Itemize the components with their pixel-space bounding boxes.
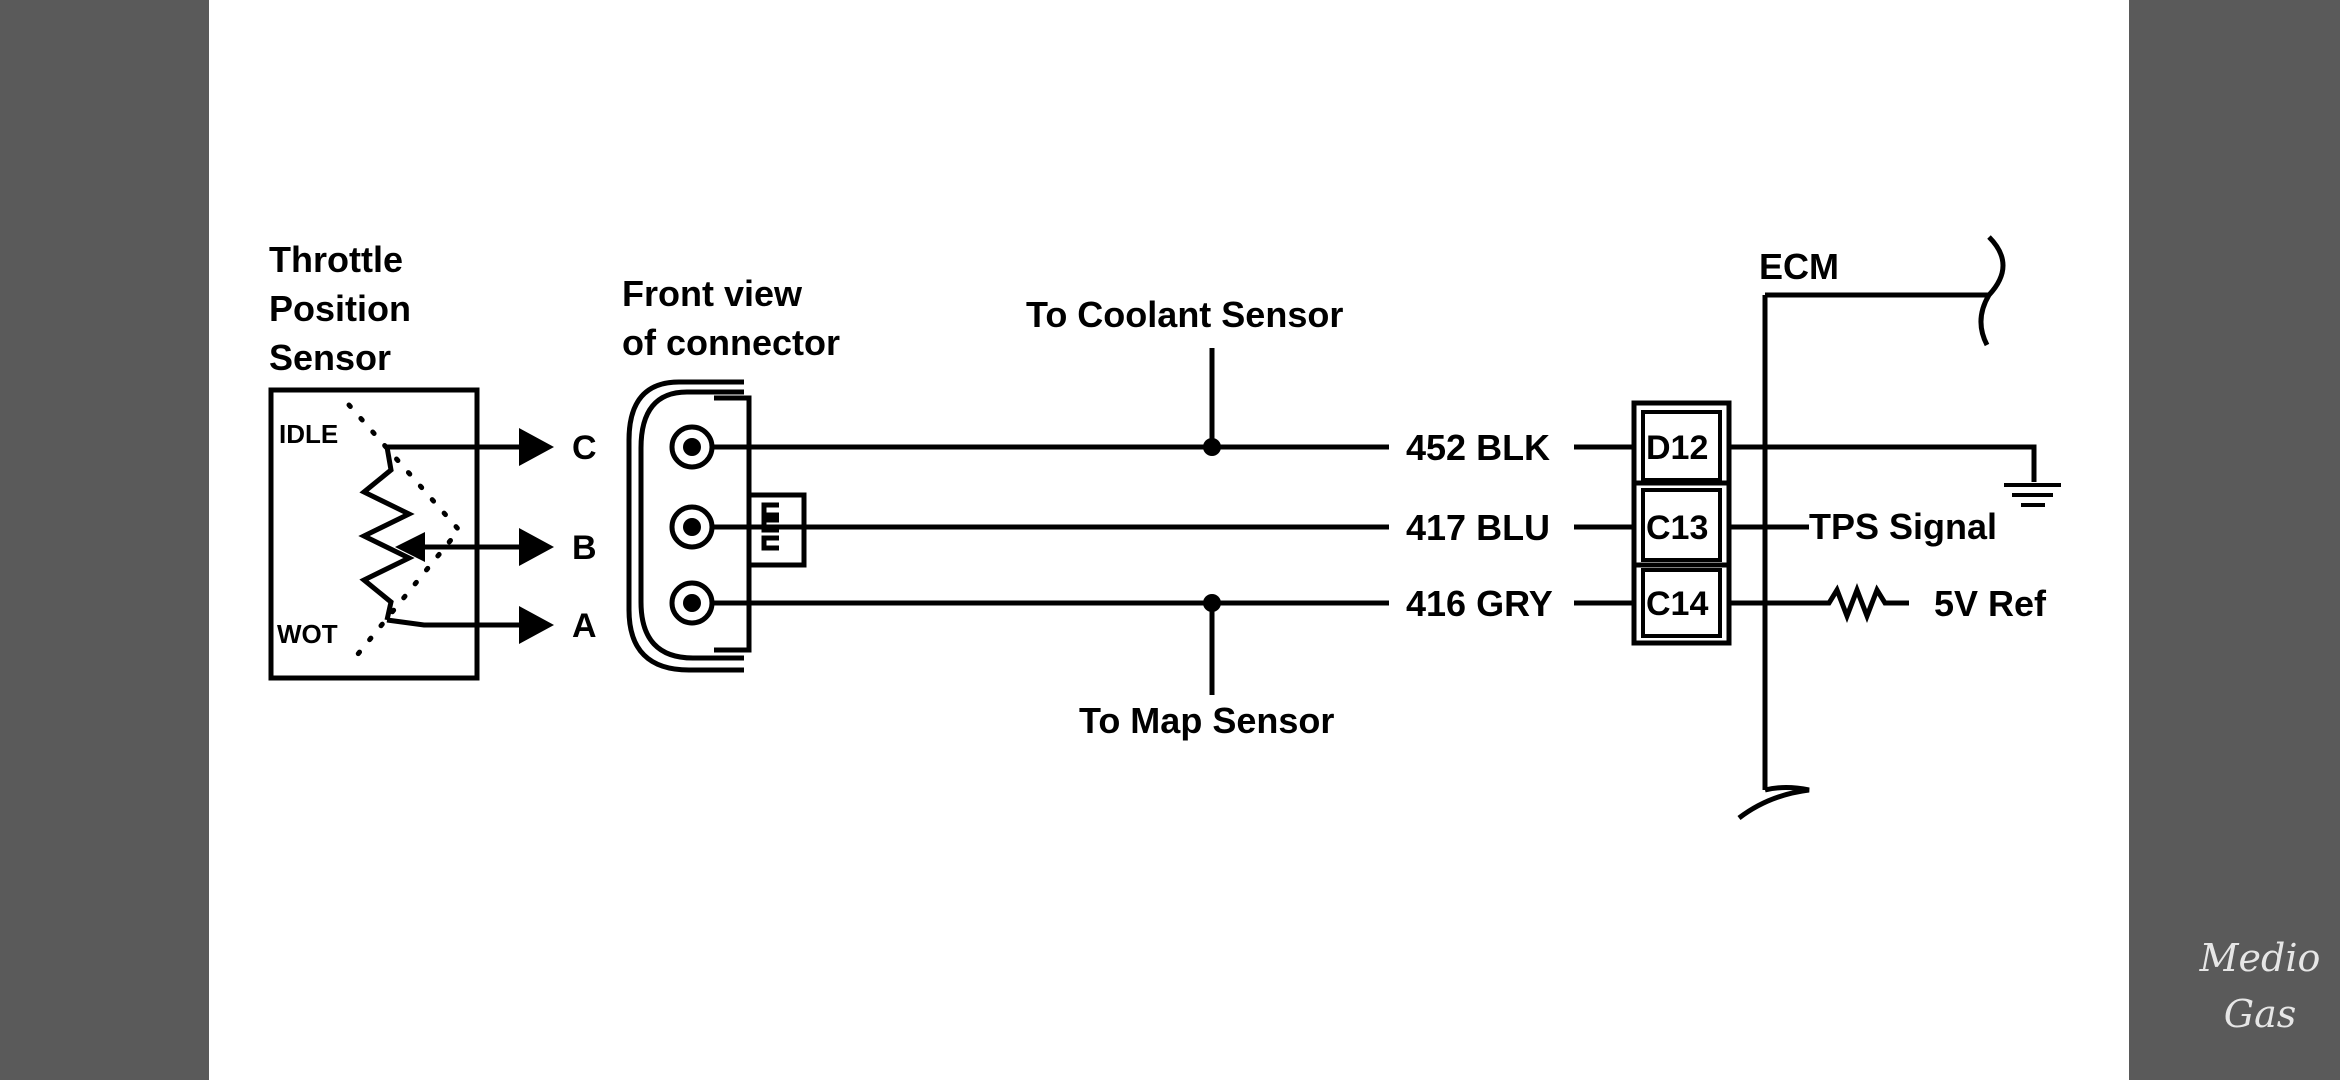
wire-label-452: 452 BLK: [1406, 427, 1550, 468]
watermark-line-2: Gas: [2223, 992, 2297, 1036]
sensor-title-line-1: Throttle: [269, 239, 403, 280]
wot-label: WOT: [277, 619, 338, 649]
coolant-splice-dot: [1203, 438, 1221, 456]
terminal-c-arrow: [519, 428, 554, 466]
coolant-label: To Coolant Sensor: [1026, 294, 1343, 335]
connector-caption-line-2: of connector: [622, 322, 840, 363]
ecm-pin-block: [1631, 400, 1732, 646]
ground-icon: [2004, 483, 2061, 507]
tps-signal-label: TPS Signal: [1809, 506, 1997, 547]
lead-a: [386, 617, 537, 628]
connector-front-view: [626, 379, 807, 673]
pin-label-c14: C14: [1646, 585, 1708, 623]
ground-circuit: [1729, 444, 2037, 482]
connector-caption-line-1: Front view: [622, 273, 803, 314]
terminal-a-label: A: [572, 607, 597, 645]
watermark-logo: Medio Gas: [2190, 930, 2330, 1042]
wiper-arrow: [395, 532, 425, 562]
map-label: To Map Sensor: [1079, 700, 1334, 741]
vref-circuit-resistor: [1729, 583, 1909, 623]
pin-label-c13: C13: [1646, 509, 1708, 547]
vref-label: 5V Ref: [1934, 583, 2047, 624]
idle-label: IDLE: [279, 419, 338, 449]
ecm-boundary: [1737, 235, 2006, 820]
diagram-image[interactable]: Throttle Position Sensor IDLE WOT C B: [209, 0, 2129, 1080]
terminal-c-label: C: [572, 429, 597, 467]
wiper-travel-dots: [346, 402, 463, 668]
potentiometer-resistor: [358, 446, 415, 621]
terminal-a-arrow: [519, 606, 554, 644]
terminal-b-label: B: [572, 529, 597, 567]
ecm-label: ECM: [1759, 246, 1839, 287]
sensor-box: [268, 387, 480, 681]
sensor-title-line-3: Sensor: [269, 337, 391, 378]
pin-label-d12: D12: [1646, 429, 1708, 467]
sensor-title-line-2: Position: [269, 288, 411, 329]
tps-wiring-diagram: Throttle Position Sensor IDLE WOT C B: [268, 235, 2061, 820]
watermark-line-1: Medio: [2199, 936, 2321, 980]
wire-label-417: 417 BLU: [1406, 507, 1550, 548]
wire-label-416: 416 GRY: [1406, 583, 1553, 624]
map-splice-dot: [1203, 594, 1221, 612]
connector-pins: [669, 424, 715, 626]
terminal-b-arrow: [519, 528, 554, 566]
